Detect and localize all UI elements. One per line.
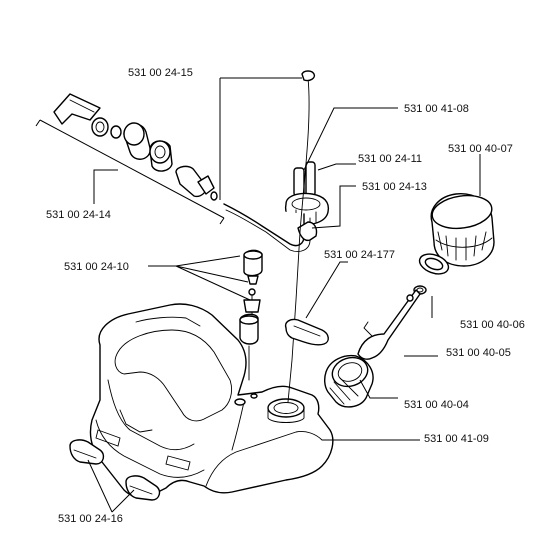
label-531-00-41-09: 531 00 41-09 <box>424 433 489 445</box>
label-531-00-40-06: 531 00 40-06 <box>460 319 525 331</box>
label-531-00-24-13: 531 00 24-13 <box>362 181 427 193</box>
cap-gasket <box>418 253 450 275</box>
label-531-00-24-15: 531 00 24-15 <box>128 67 193 79</box>
fuel-filter-parts <box>239 249 263 381</box>
fuel-cap <box>430 193 495 267</box>
label-531-00-24-14: 531 00 24-14 <box>46 209 111 221</box>
cap-retainer-strap <box>357 289 421 360</box>
pickup-wire <box>287 70 316 403</box>
label-531-00-40-04: 531 00 40-04 <box>404 399 469 411</box>
label-531-00-24-11: 531 00 24-11 <box>358 153 422 165</box>
fuel-hose <box>223 203 318 252</box>
label-531-00-24-177: 531 00 24-177 <box>324 249 395 261</box>
tank-feet <box>69 439 161 501</box>
label-531-00-24-10: 531 00 24-10 <box>64 261 129 273</box>
leader-lines <box>35 77 481 513</box>
label-531-00-40-07: 531 00 40-07 <box>448 143 513 155</box>
primer-kit <box>53 93 218 201</box>
label-531-00-40-05: 531 00 40-05 <box>446 347 511 359</box>
hose-grommet <box>284 318 329 346</box>
label-531-00-41-08: 531 00 41-08 <box>404 103 469 115</box>
label-531-00-24-16: 531 00 24-16 <box>58 513 123 525</box>
tank-threaded-neck <box>323 354 374 408</box>
